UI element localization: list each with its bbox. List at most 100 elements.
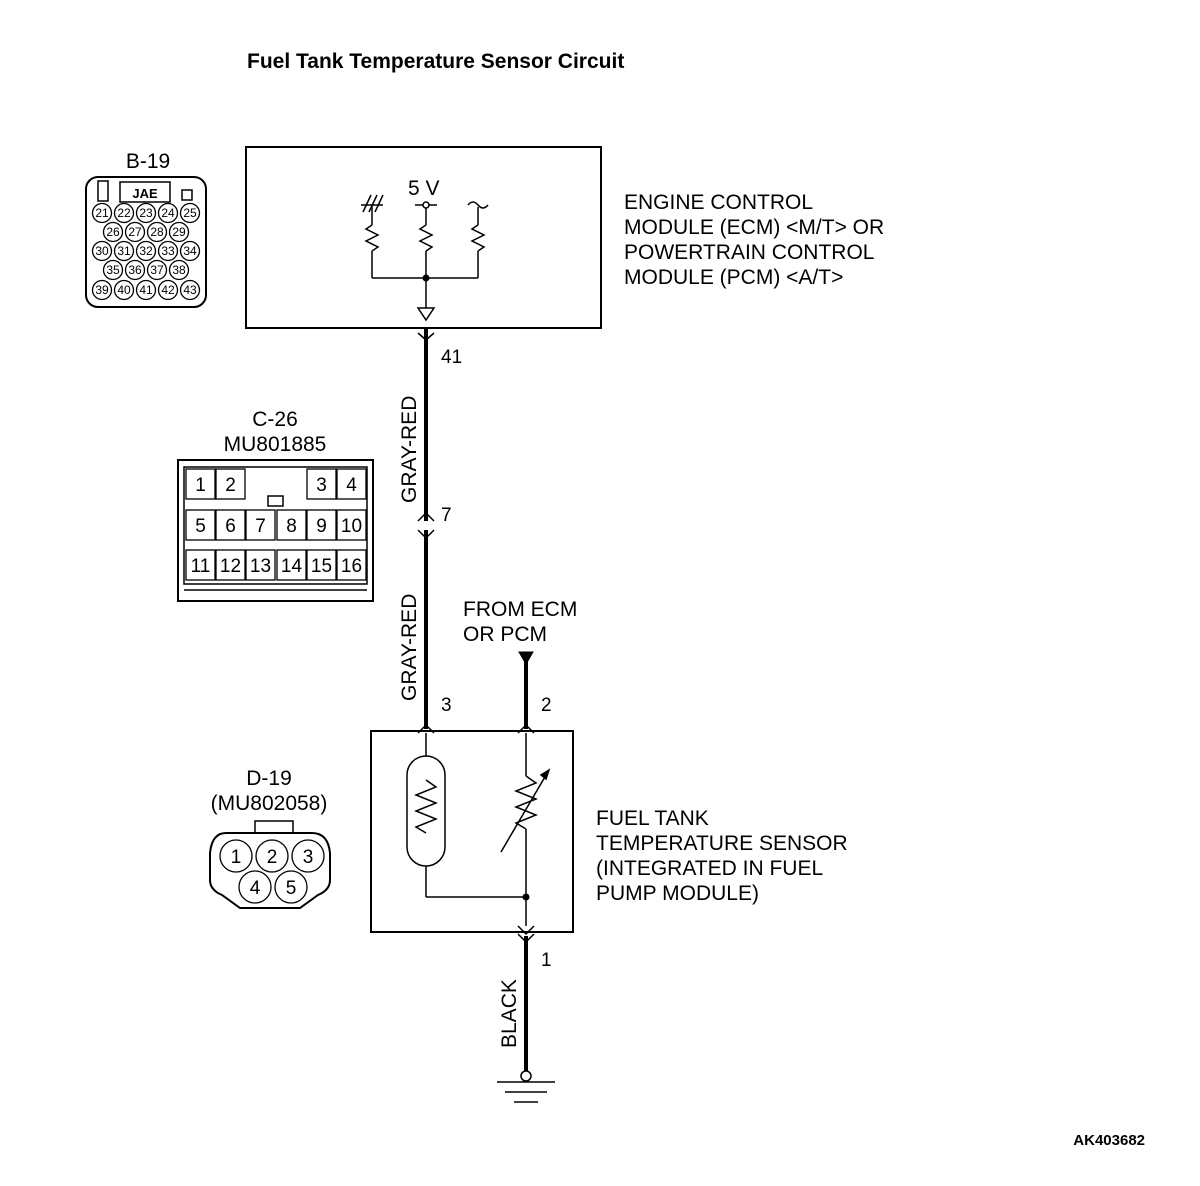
d19-pin-3	[291, 839, 325, 873]
b19-pin-21	[91, 202, 113, 224]
wire-color-upper: GRAY-RED	[398, 396, 421, 503]
sensor-heater-resistor-symbol	[413, 779, 439, 834]
wire-color-middle: GRAY-RED	[398, 594, 421, 701]
b19-pin-42	[157, 279, 179, 301]
b19-pin-33	[157, 240, 179, 262]
ecm-label-line-3: POWERTRAIN CONTROL	[624, 241, 874, 264]
b19-pin-label-26: 26	[106, 225, 120, 239]
b19-pin-40	[113, 279, 135, 301]
connector-c26-part: MU801885	[224, 433, 327, 456]
junction-terminal-7: 7	[441, 505, 452, 526]
b19-pin-label-22: 22	[117, 206, 131, 220]
ecm-signal-resistor-symbol	[467, 201, 489, 278]
ecm-pullup-resistor-symbol	[415, 201, 437, 278]
ecm-label-line-4: MODULE (PCM) <A/T>	[624, 266, 843, 289]
b19-pin-30	[91, 240, 113, 262]
b19-pin-22	[113, 202, 135, 224]
c26-pin-label-12: 12	[220, 556, 241, 577]
c26-pin-label-16: 16	[341, 556, 362, 577]
ecm-terminal-41: 41	[441, 347, 462, 368]
from-ecm-line-1: FROM ECM	[463, 598, 577, 621]
b19-pin-label-38: 38	[172, 263, 186, 277]
c26-pin-7	[245, 509, 276, 541]
c26-pin-label-14: 14	[281, 556, 303, 577]
b19-pin-39	[91, 279, 113, 301]
b19-pin-label-34: 34	[183, 244, 197, 258]
ground-icon	[497, 1070, 555, 1103]
connector-c26-name: C-26	[252, 408, 298, 431]
d19-pin-label-2: 2	[267, 847, 278, 868]
b19-pin-43	[179, 279, 201, 301]
b19-pin-41	[135, 279, 157, 301]
connector-d19-name: D-19	[246, 767, 292, 790]
b19-pin-38	[168, 259, 190, 281]
b19-pin-label-31: 31	[117, 244, 131, 258]
b19-pin-24	[157, 202, 179, 224]
c26-pin-6	[215, 509, 246, 541]
b19-pin-label-37: 37	[150, 263, 164, 277]
ecm-ground-hatch-symbol	[361, 194, 384, 278]
c26-pin-label-9: 9	[316, 516, 327, 537]
b19-pin-34	[179, 240, 201, 262]
wire-color-ground: BLACK	[498, 979, 521, 1048]
c26-pin-13	[245, 549, 276, 581]
b19-pin-label-25: 25	[183, 206, 197, 220]
c26-pin-label-1: 1	[195, 475, 206, 496]
b19-pin-label-32: 32	[139, 244, 153, 258]
c26-pin-label-15: 15	[311, 556, 332, 577]
c26-pin-15	[306, 549, 337, 581]
black-ground-wire	[517, 925, 535, 1071]
sensor-box	[370, 730, 574, 933]
c26-pin-11	[185, 549, 216, 581]
c26-pin-label-8: 8	[286, 516, 297, 537]
c26-pin-5	[185, 509, 216, 541]
b19-pin-28	[146, 221, 168, 243]
d19-pin-label-1: 1	[231, 847, 242, 868]
b19-pin-label-41: 41	[139, 283, 153, 297]
b19-pin-31	[113, 240, 135, 262]
b19-pin-label-36: 36	[128, 263, 142, 277]
ecm-module: 5 V ENGINE CON	[245, 146, 884, 329]
b19-pin-36	[124, 259, 146, 281]
connector-b19-name: B-19	[126, 150, 170, 173]
b19-pin-label-40: 40	[117, 283, 131, 297]
d19-pin-label-5: 5	[286, 878, 297, 899]
ecm-voltage-label: 5 V	[408, 177, 440, 200]
ecm-label-line-2: MODULE (ECM) <M/T> OR	[624, 216, 884, 239]
b19-pin-32	[135, 240, 157, 262]
b19-pin-label-23: 23	[139, 206, 153, 220]
c26-pin-2	[215, 468, 246, 500]
b19-pin-23	[135, 202, 157, 224]
c26-pin-label-6: 6	[225, 516, 236, 537]
diagram-title: Fuel Tank Temperature Sensor Circuit	[247, 50, 624, 73]
connector-b19-brand: JAE	[132, 186, 158, 201]
c26-pin-label-10: 10	[341, 516, 362, 537]
d19-pin-label-3: 3	[303, 847, 314, 868]
c26-pin-label-3: 3	[316, 475, 327, 496]
c26-pin-label-7: 7	[255, 516, 266, 537]
sensor-terminal-1: 1	[541, 950, 552, 971]
c26-pin-label-2: 2	[225, 475, 236, 496]
c26-pin-8	[276, 509, 307, 541]
b19-pin-label-33: 33	[161, 244, 175, 258]
from-ecm-wire	[517, 651, 535, 734]
b19-pin-label-21: 21	[95, 206, 109, 220]
fuel-tank-temperature-sensor: FUEL TANK TEMPERATURE SENSOR (INTEGRATED…	[370, 730, 848, 933]
b19-pin-29	[168, 221, 190, 243]
sensor-element-capsule	[406, 755, 446, 867]
sensor-label-line-4: PUMP MODULE)	[596, 882, 759, 905]
connector-d19-part: (MU802058)	[211, 792, 328, 815]
c26-pin-10	[336, 509, 367, 541]
b19-pin-26	[102, 221, 124, 243]
sensor-terminal-2: 2	[541, 695, 552, 716]
sensor-label-line-1: FUEL TANK	[596, 807, 709, 830]
sensor-label-line-2: TEMPERATURE SENSOR	[596, 832, 848, 855]
b19-pin-label-29: 29	[172, 225, 186, 239]
sensor-terminal-3: 3	[441, 695, 452, 716]
